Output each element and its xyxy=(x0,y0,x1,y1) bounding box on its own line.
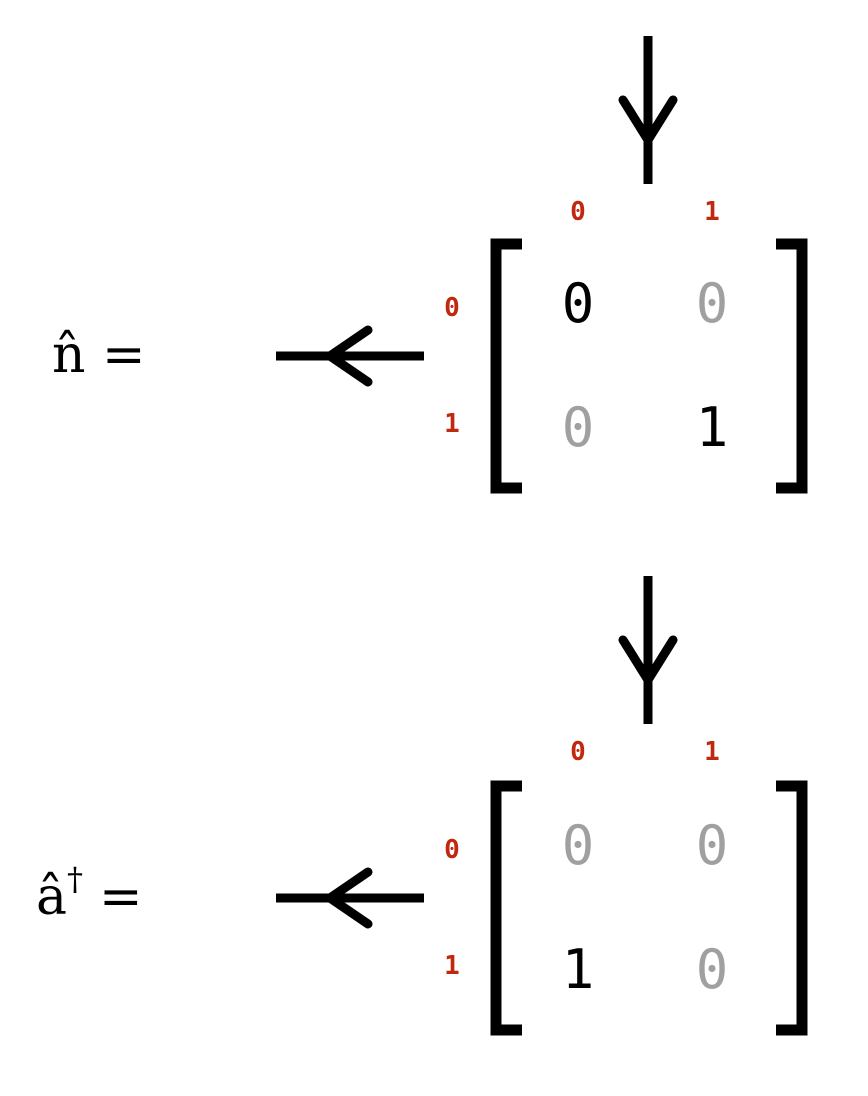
down-arrow-icon xyxy=(618,36,678,184)
left-arrow-icon xyxy=(276,867,424,929)
matrix-entry: 1 xyxy=(562,938,595,1001)
right-bracket xyxy=(776,238,808,494)
matrix-entry: 0 xyxy=(562,272,595,335)
row-label: 1 xyxy=(444,951,460,981)
down-arrow-icon xyxy=(618,576,678,724)
matrix-entry: 0 xyxy=(562,814,595,877)
left-bracket xyxy=(490,780,522,1036)
row-label: 0 xyxy=(444,835,460,865)
matrix-entry: 0 xyxy=(696,814,729,877)
matrix-a-dagger: â† = 0 1 0 1 0 0 1 0 xyxy=(36,576,808,1036)
matrix-entry: 0 xyxy=(696,938,729,1001)
matrix-entry: 1 xyxy=(696,396,729,459)
matrix-entry: 0 xyxy=(696,272,729,335)
left-bracket xyxy=(490,238,522,494)
lhs-superscript: † xyxy=(67,860,83,898)
row-label: 0 xyxy=(444,293,460,323)
left-arrow-icon xyxy=(276,325,424,387)
matrix-entry: 0 xyxy=(562,396,595,459)
right-bracket xyxy=(776,780,808,1036)
col-label: 0 xyxy=(570,737,586,767)
row-label: 1 xyxy=(444,409,460,439)
col-label: 1 xyxy=(704,737,720,767)
lhs-a-dagger: â† = xyxy=(36,860,143,927)
matrix-n-hat: n̂ = 0 1 0 1 0 0 0 1 xyxy=(52,36,808,494)
col-label: 1 xyxy=(704,197,720,227)
lhs-base: â xyxy=(36,867,67,927)
col-label: 0 xyxy=(570,197,586,227)
lhs-n-hat: n̂ = xyxy=(52,325,146,385)
lhs-equals: = xyxy=(99,867,143,927)
